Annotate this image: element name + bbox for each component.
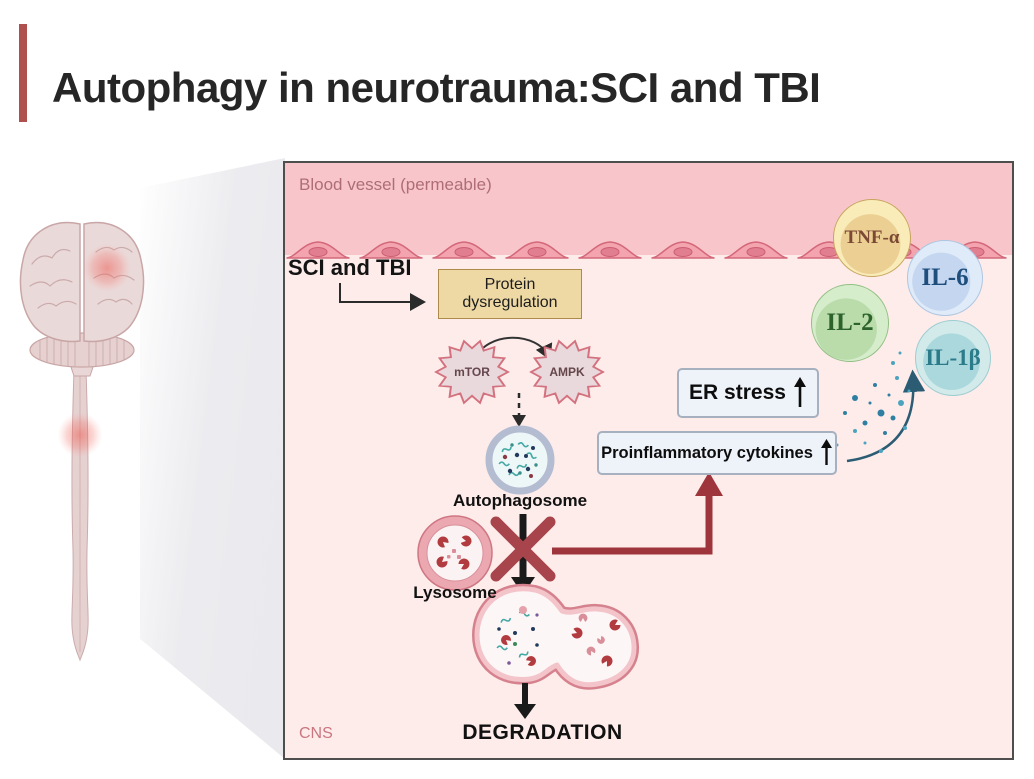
cytokine-tnf-alpha: TNF-α — [833, 199, 911, 277]
inflammation-arrow — [552, 472, 723, 555]
dashed-arrow — [512, 393, 526, 427]
trigger-arrow — [339, 283, 426, 311]
autophagosome — [485, 425, 555, 495]
brain-spinal-cord-illustration — [19, 222, 145, 662]
lysosome-label: Lysosome — [413, 583, 497, 602]
er-stress-label: ER stress — [689, 381, 786, 404]
protein-dysregulation-box: Protein dysregulation — [438, 269, 582, 319]
lysosome — [417, 515, 493, 591]
proinflammatory-label: Proinflammatory cytokines — [601, 443, 813, 462]
autophagosome-label: Autophagosome — [452, 491, 588, 510]
cytokine-il-1-beta: IL-1β — [915, 320, 991, 396]
blocked-x-icon — [490, 516, 556, 582]
split-arrow — [461, 336, 553, 374]
cytokine-release-arrow — [835, 351, 926, 463]
title-accent-bar — [19, 24, 27, 122]
cerebellum — [29, 332, 135, 368]
er-stress-box: ER stress — [677, 368, 819, 418]
tbi-injury-glow — [75, 236, 139, 300]
ampk-label: AMPK — [549, 365, 585, 379]
up-arrow-icon — [793, 377, 806, 407]
sci-tbi-label: SCI and TBI — [288, 255, 412, 280]
fusion-arrow — [511, 514, 535, 595]
up-arrow-icon — [820, 439, 832, 465]
cns-label: CNS — [299, 725, 333, 742]
zoom-beam — [140, 158, 285, 759]
proinflammatory-cytokines-box: Proinflammatory cytokines — [597, 431, 837, 475]
blood-vessel-label: Blood vessel (permeable) — [299, 175, 492, 194]
autolysosome-fusion — [472, 583, 639, 690]
sci-injury-glow — [50, 405, 110, 465]
cns-panel: Blood vessel (permeable) SCI and TBI Pro… — [283, 161, 1014, 760]
degradation-arrow — [514, 683, 536, 719]
page-title: Autophagy in neurotrauma:SCI and TBI — [52, 64, 821, 112]
mtor-label: mTOR — [454, 365, 490, 379]
cytokine-il-2: IL-2 — [811, 284, 889, 362]
cytokine-il-6: IL-6 — [907, 240, 983, 316]
degradation-label: DEGRADATION — [462, 721, 623, 744]
